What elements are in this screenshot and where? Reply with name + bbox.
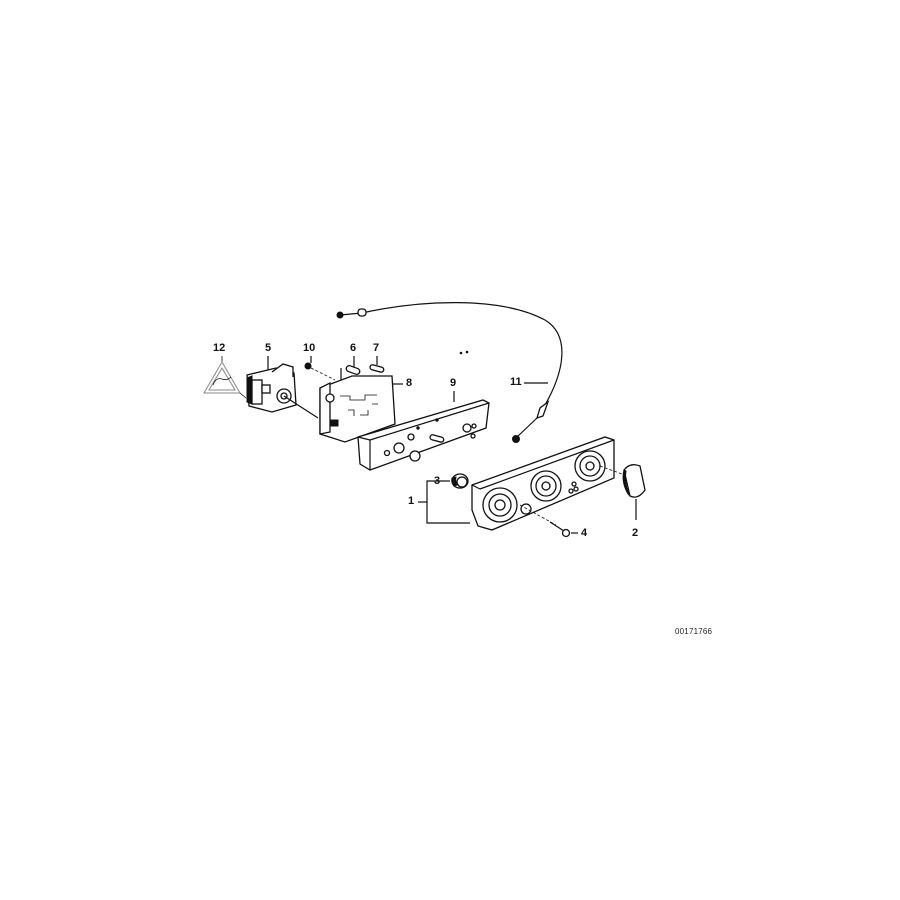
screw-part-4 bbox=[519, 504, 578, 538]
control-panel-assembly-part bbox=[418, 436, 615, 531]
callout-1: 1 bbox=[408, 495, 415, 507]
esd-warning-triangle-icon bbox=[203, 356, 247, 399]
bulb-part bbox=[369, 356, 385, 373]
rotary-knob-part bbox=[599, 464, 646, 520]
screw-part-10 bbox=[304, 356, 336, 381]
callout-4: 4 bbox=[581, 527, 588, 539]
callout-9: 9 bbox=[450, 377, 457, 389]
bulb-holder-part bbox=[340, 356, 361, 380]
callout-12: 12 bbox=[213, 342, 226, 354]
control-unit-housing-part bbox=[319, 375, 403, 443]
callout-2: 2 bbox=[632, 527, 639, 539]
callout-6: 6 bbox=[350, 342, 357, 354]
callout-7: 7 bbox=[373, 342, 380, 354]
blower-switch-part bbox=[246, 356, 319, 419]
callout-5: 5 bbox=[265, 342, 272, 354]
callout-8: 8 bbox=[406, 377, 413, 389]
drawing-number: 00171766 bbox=[675, 627, 713, 636]
callout-10: 10 bbox=[303, 342, 316, 354]
bowden-cable-part bbox=[336, 302, 563, 443]
callout-3: 3 bbox=[434, 475, 441, 487]
small-knob-part bbox=[443, 473, 469, 489]
callout-11: 11 bbox=[510, 376, 522, 388]
panel-carrier-part bbox=[357, 391, 490, 471]
